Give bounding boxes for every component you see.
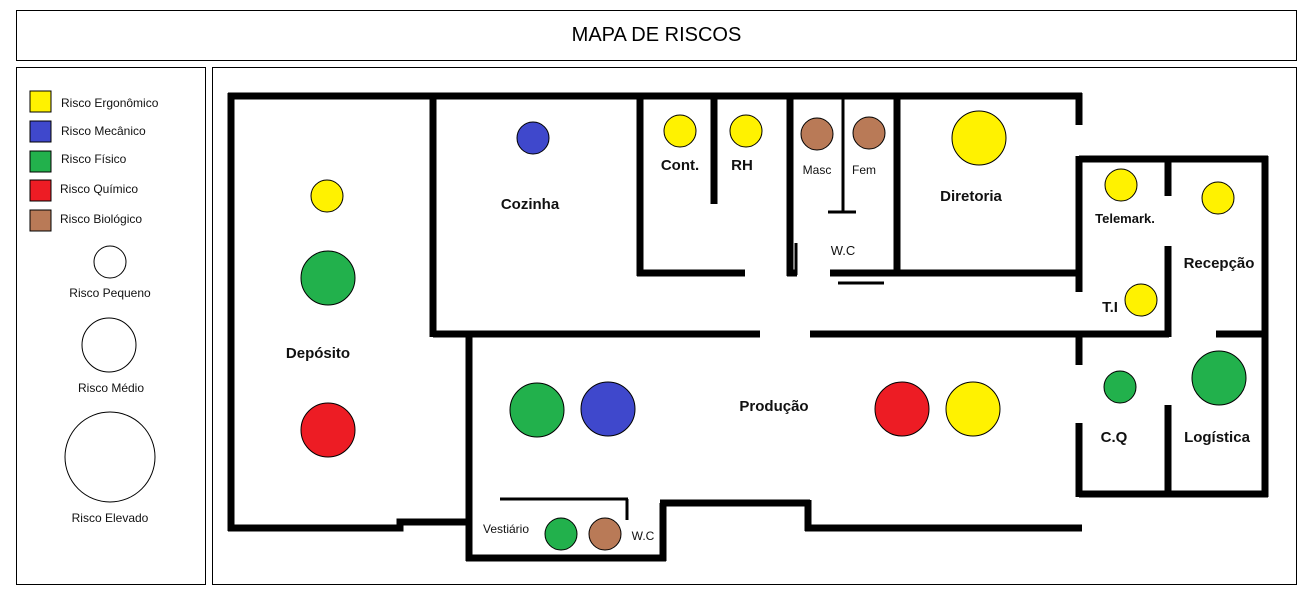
risk-markers	[300, 110, 1247, 551]
legend-size-medium	[81, 317, 137, 373]
legend-size-large	[64, 411, 156, 503]
risk-cont-ergonomico	[663, 114, 697, 148]
risk-producao-ergonomico	[945, 381, 1001, 437]
legend-label-large: Risco Elevado	[72, 511, 149, 525]
room-label-cozinha: Cozinha	[501, 196, 560, 213]
risk-deposito-quimico	[300, 402, 356, 458]
risk-vestiario-fisico	[544, 517, 578, 551]
room-label-producao: Produção	[739, 398, 808, 415]
legend-swatch-fisico	[29, 150, 52, 173]
room-label-cont: Cont.	[661, 157, 699, 174]
risk-cozinha-mecanico	[516, 121, 550, 155]
legend-swatch-mecanico	[29, 120, 52, 143]
walls	[227, 92, 1269, 562]
legend-size-small	[93, 245, 127, 279]
risk-telemark-ergonomico	[1104, 168, 1138, 202]
room-label-masc: Masc	[803, 163, 832, 177]
risk-fem-biologico	[852, 116, 886, 150]
legend-swatch-biologico	[29, 209, 52, 232]
risk-diretoria-ergonomico	[951, 110, 1007, 166]
legend-label-biologico: Risco Biológico	[60, 212, 142, 226]
risk-producao-fisico	[509, 382, 565, 438]
legend-label-fisico: Risco Físico	[61, 152, 127, 166]
room-label-cq: C.Q	[1101, 429, 1128, 446]
room-labels: Depósito Cozinha Cont. RH Masc Fem W.C D…	[286, 157, 1255, 543]
risk-rh-ergonomico	[729, 114, 763, 148]
room-label-recepcao: Recepção	[1184, 255, 1255, 272]
room-label-ti: T.I	[1102, 299, 1118, 316]
risk-cq-fisico	[1103, 370, 1137, 404]
floor-plan-panel	[212, 67, 1297, 585]
risk-masc-biologico	[800, 117, 834, 151]
legend-swatch-ergonomico	[29, 90, 52, 113]
legend-label-medium: Risco Médio	[78, 381, 144, 395]
title-box: MAPA DE RISCOS	[16, 10, 1297, 61]
room-label-deposito: Depósito	[286, 345, 350, 362]
room-label-wc-vestiario: W.C	[632, 529, 655, 543]
legend-label-quimico: Risco Químico	[60, 182, 138, 196]
risk-deposito-fisico	[300, 250, 356, 306]
legend-label-mecanico: Risco Mecânico	[61, 124, 146, 138]
room-label-telemark: Telemark.	[1095, 211, 1155, 226]
room-label-wc: W.C	[831, 243, 856, 258]
risk-vestiario-biologico	[588, 517, 622, 551]
page-title: MAPA DE RISCOS	[571, 24, 742, 46]
risk-recepcao-ergonomico	[1201, 181, 1235, 215]
room-label-logistica: Logística	[1184, 429, 1251, 446]
legend: Risco Ergonômico Risco Mecânico Risco Fí…	[29, 90, 159, 525]
risk-producao-mecanico	[580, 381, 636, 437]
room-label-fem: Fem	[852, 163, 876, 177]
room-label-diretoria: Diretoria	[940, 188, 1002, 205]
legend-label-ergonomico: Risco Ergonômico	[61, 96, 159, 110]
legend-label-small: Risco Pequeno	[69, 286, 151, 300]
room-label-rh: RH	[731, 157, 753, 174]
risk-logistica-fisico	[1191, 350, 1247, 406]
room-label-vestiario: Vestiário	[483, 522, 529, 536]
risk-producao-quimico	[874, 381, 930, 437]
legend-swatch-quimico	[29, 179, 52, 202]
risk-ti-ergonomico	[1124, 283, 1158, 317]
risk-deposito-ergonomico	[310, 179, 344, 213]
